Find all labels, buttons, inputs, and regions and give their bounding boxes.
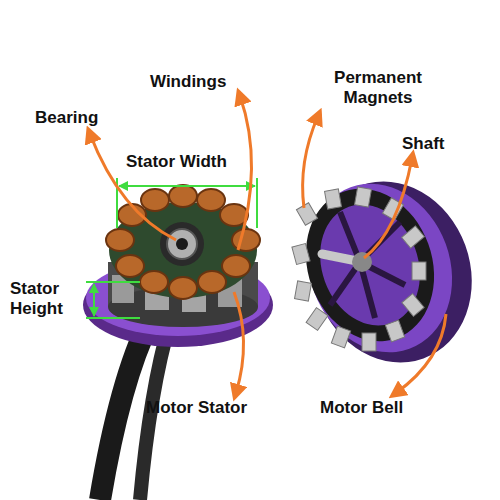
bearing-part — [167, 229, 197, 259]
bearing-part — [176, 238, 188, 250]
motor-bell-part — [304, 190, 437, 339]
leader-arrows-part — [90, 134, 176, 240]
permanent-magnets-part — [362, 333, 376, 351]
stator-width-bracket-part — [256, 178, 258, 228]
leader-arrows-part — [396, 314, 446, 393]
windings-part — [116, 255, 144, 277]
windings-part — [197, 189, 225, 211]
windings-part — [232, 229, 260, 251]
permanent-magnets-part — [325, 189, 342, 209]
permanent-magnets-part — [296, 203, 317, 226]
bearing — [160, 222, 204, 266]
motor-bell-part — [285, 170, 455, 359]
permanent-magnets-part — [306, 308, 328, 331]
part-label: Bearing — [35, 108, 115, 128]
windings-part — [106, 229, 134, 251]
stator-height-bracket-part — [86, 317, 140, 319]
dimension-label: Stator Height — [10, 279, 84, 319]
permanent-magnets-part — [292, 243, 310, 264]
permanent-magnets — [292, 187, 426, 351]
windings-part — [140, 271, 168, 293]
stator-height-bracket-part — [93, 284, 95, 316]
shaft — [322, 252, 372, 272]
motor-bell-part — [285, 163, 475, 373]
bearing-part — [160, 222, 204, 266]
part-label: Windings — [150, 72, 240, 92]
stator-width-bracket-part — [119, 185, 255, 187]
leader-arrows-part — [238, 96, 252, 250]
stator-height-bracket — [86, 282, 140, 318]
windings-part — [169, 185, 197, 207]
windings-part — [198, 271, 226, 293]
part-label: Motor Stator — [146, 398, 276, 418]
part-label: Permanent Magnets — [312, 68, 444, 108]
leader-arrows — [90, 96, 446, 393]
permanent-magnets-part — [412, 262, 426, 280]
permanent-magnets-part — [402, 226, 425, 248]
stator-height-bracket-part — [86, 281, 140, 283]
motor-bell-part — [320, 212, 405, 318]
windings-part — [141, 189, 169, 211]
leader-arrows-part — [364, 158, 412, 258]
motor-bell — [285, 159, 497, 385]
permanent-magnets-part — [355, 187, 372, 207]
motor-stator-part — [109, 202, 257, 298]
permanent-magnets-part — [295, 281, 312, 301]
leader-arrows-part — [303, 116, 318, 208]
part-label: Shaft — [402, 134, 462, 154]
part-label: Motor Bell — [320, 398, 430, 418]
windings-part — [169, 277, 197, 299]
permanent-magnets-part — [385, 320, 404, 342]
leader-arrows-part — [234, 292, 244, 393]
dimension-label: Stator Width — [126, 152, 236, 172]
permanent-magnets-part — [402, 294, 424, 317]
windings-part — [222, 255, 250, 277]
stator-width-bracket — [117, 178, 257, 228]
permanent-magnets-part — [331, 326, 350, 348]
